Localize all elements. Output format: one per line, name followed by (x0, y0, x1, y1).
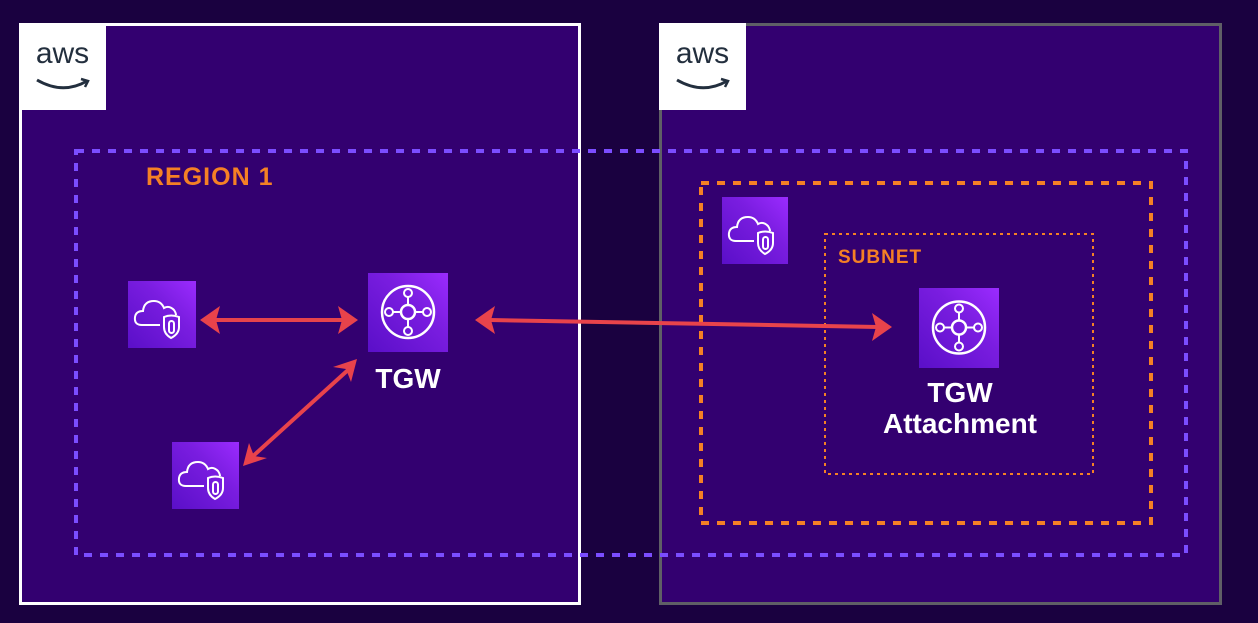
aws-smile-icon (36, 77, 90, 90)
transit-gateway-icon[interactable] (368, 273, 448, 352)
vpc-boundary (699, 181, 1153, 525)
tgw-attachment-label-line2: Attachment (882, 408, 1037, 439)
arrow-vpc2-tgw (243, 359, 357, 466)
region-boundary (74, 149, 1188, 557)
transit-gateway-attachment-icon[interactable] (919, 288, 999, 368)
aws-logo: aws (659, 23, 746, 110)
aws-logo: aws (19, 23, 106, 110)
tgw-attachment-label-line1: TGW (927, 377, 993, 408)
vpc-icon[interactable] (172, 442, 239, 509)
vpc-icon[interactable] (722, 197, 788, 264)
subnet-label: SUBNET (838, 247, 923, 268)
arrow-tgw-attachment (475, 306, 892, 341)
region-label: REGION 1 (146, 163, 274, 191)
tgw-label: TGW (375, 363, 441, 394)
tgw-attachment-label: TGW Attachment (860, 377, 1060, 439)
aws-smile-icon (676, 77, 730, 90)
aws-logo-text: aws (675, 37, 730, 70)
arrow-vpc1-tgw (200, 306, 358, 334)
subnet-boundary (824, 233, 1094, 475)
vpc-icon[interactable] (128, 281, 196, 348)
aws-logo-text: aws (35, 37, 90, 70)
